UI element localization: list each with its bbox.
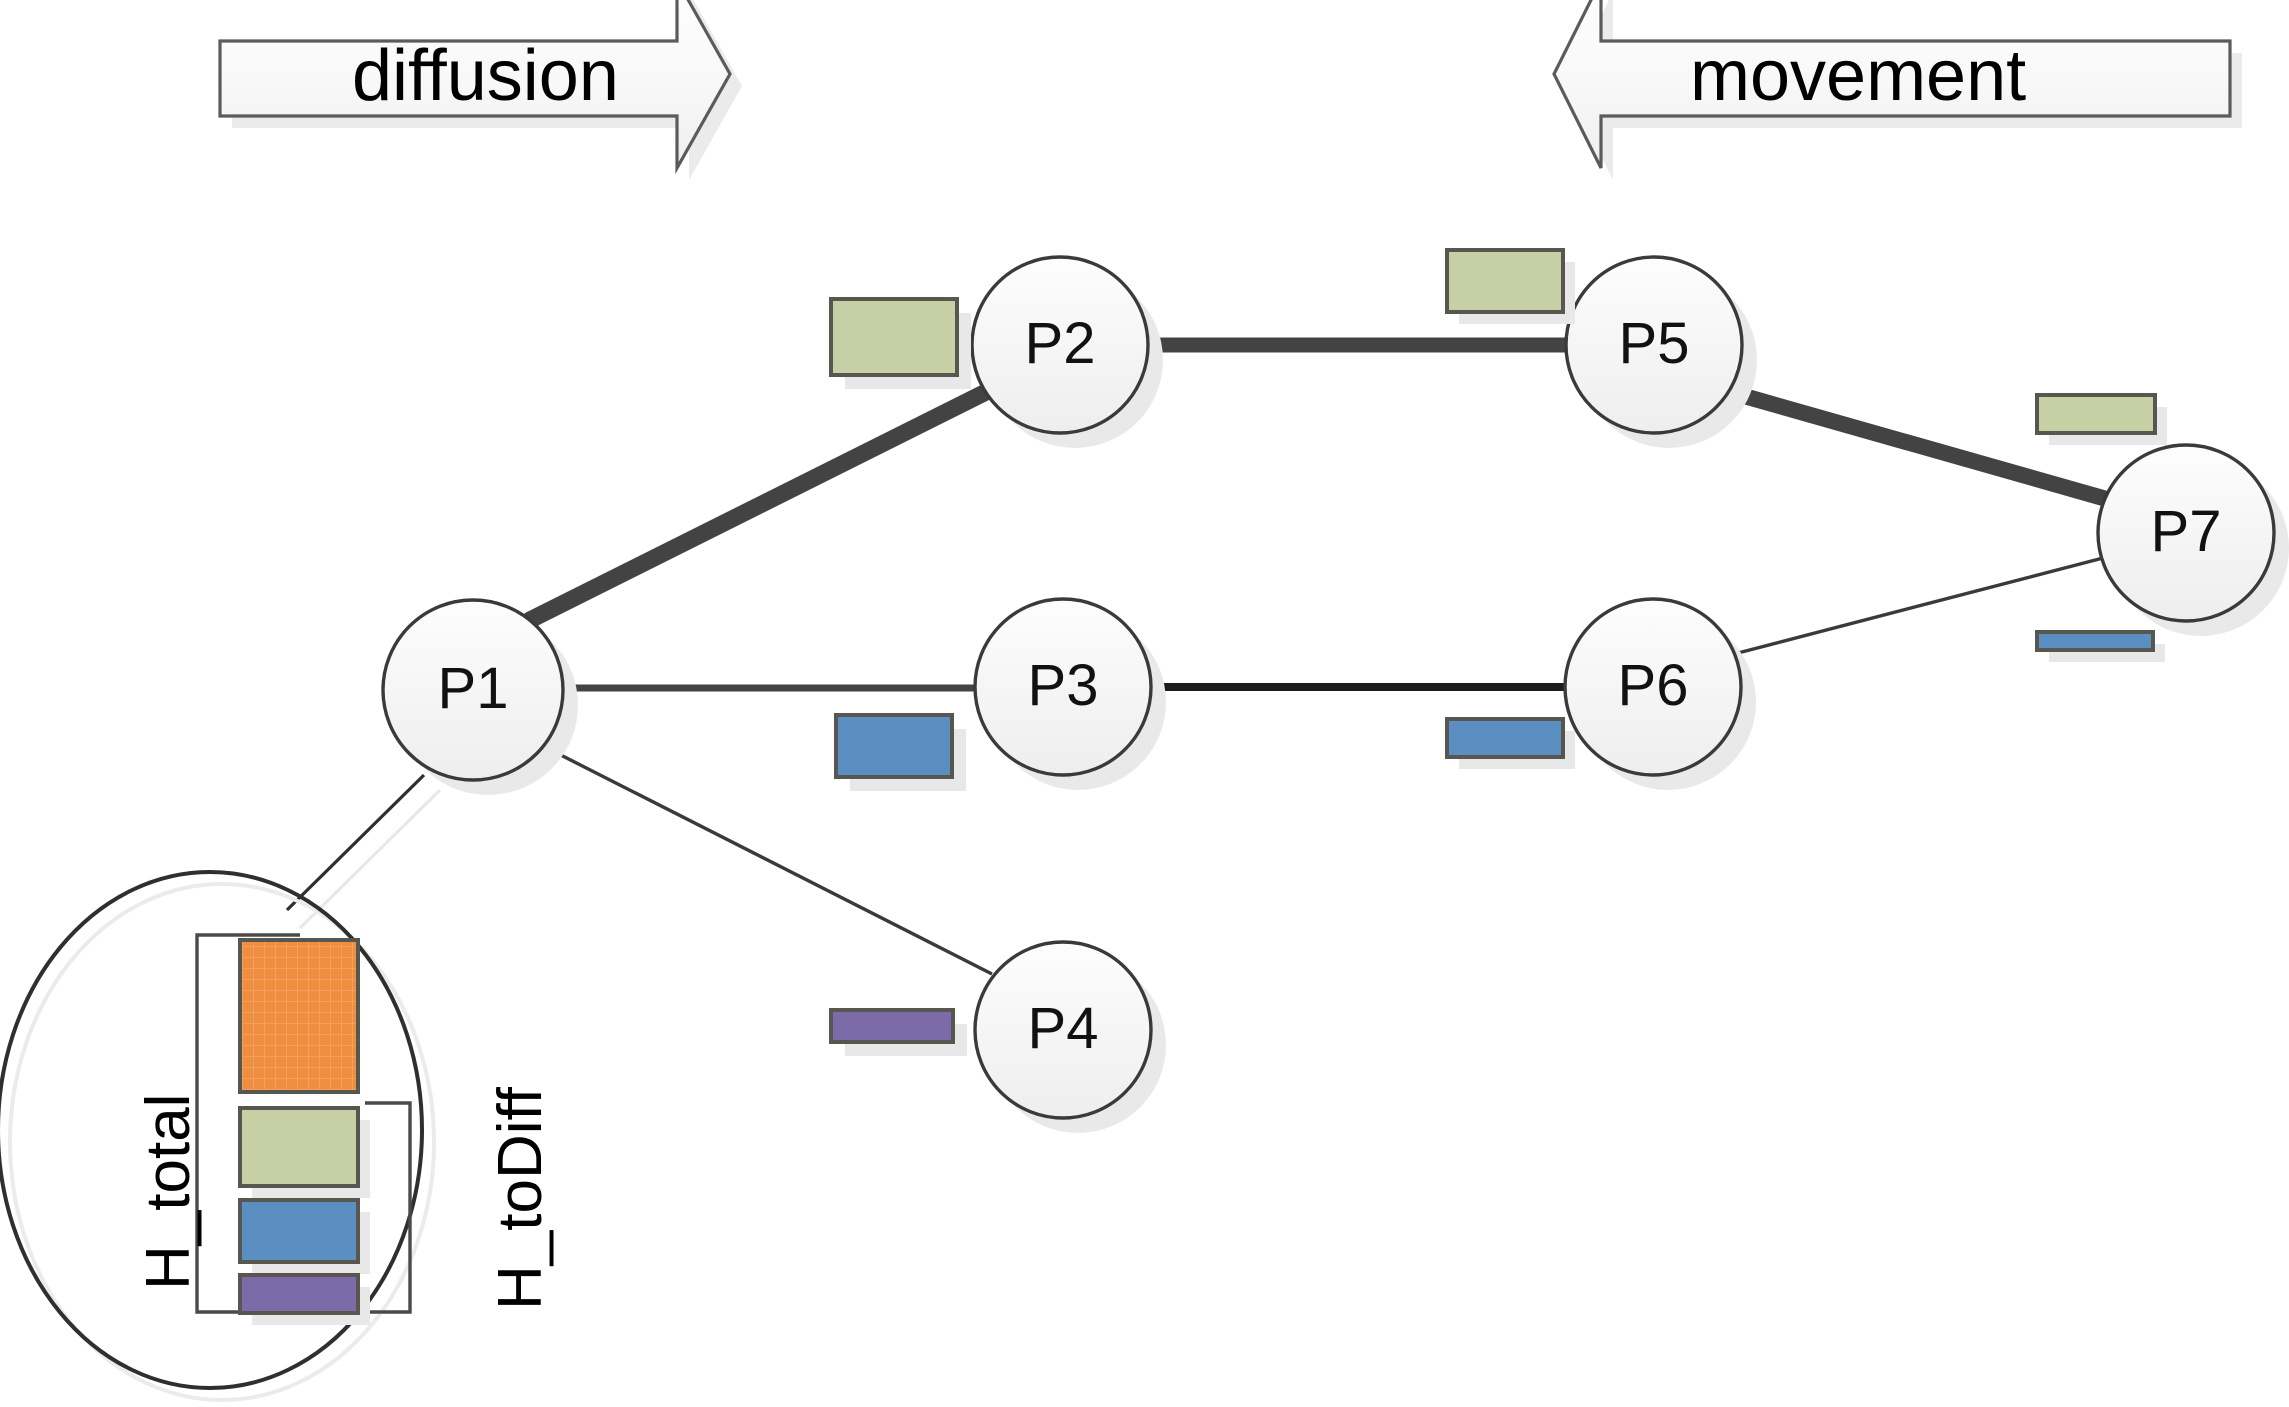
edge-p5-p7 bbox=[1722, 384, 2118, 508]
node-circle-p6 bbox=[1563, 597, 1743, 777]
legend-segment-purple bbox=[238, 1273, 360, 1315]
diffusion-arrow-shape bbox=[218, 0, 742, 180]
callout-line-p1-legend bbox=[285, 773, 426, 912]
edge-p1-p4 bbox=[542, 744, 993, 976]
node-circle-p5 bbox=[1564, 255, 1744, 435]
legend-segment-orange bbox=[238, 938, 360, 1094]
edge-group bbox=[285, 337, 2118, 976]
node-circle-p3 bbox=[973, 597, 1153, 777]
movement-arrow-label: movement bbox=[1690, 36, 2027, 116]
bar-group bbox=[829, 248, 2167, 1056]
edge-p6-p7 bbox=[1737, 556, 2104, 655]
legend-segment-blue bbox=[238, 1198, 360, 1264]
bar-p4-purple bbox=[829, 1008, 955, 1044]
node-circle-p7 bbox=[2096, 443, 2276, 623]
bar-p2-green bbox=[829, 297, 959, 377]
bar-p7-blue bbox=[2035, 630, 2155, 652]
legend-segment-green bbox=[238, 1106, 360, 1188]
callout-line-p1-legend-shadow bbox=[298, 788, 442, 930]
node-circle-p1 bbox=[381, 598, 565, 782]
bar-p5-green bbox=[1445, 248, 1565, 314]
movement-arrow-shape bbox=[1552, 0, 2242, 180]
bar-p3-blue bbox=[834, 713, 954, 779]
edge-p1-p2 bbox=[521, 381, 999, 629]
legend-callout bbox=[0, 870, 436, 1402]
bar-p7-green bbox=[2035, 393, 2157, 435]
bracket-h-todiff bbox=[365, 1101, 412, 1314]
node-group bbox=[381, 255, 2289, 1133]
diffusion-arrow-label: diffusion bbox=[352, 36, 619, 116]
legend-ellipse bbox=[0, 870, 424, 1390]
legend-label-h-total: H_total bbox=[134, 1093, 203, 1290]
legend-label-h-todiff: H_toDiff bbox=[486, 1087, 555, 1310]
bar-p6-blue bbox=[1445, 717, 1565, 759]
node-circle-p4 bbox=[973, 940, 1153, 1120]
node-circle-p2 bbox=[970, 255, 1150, 435]
